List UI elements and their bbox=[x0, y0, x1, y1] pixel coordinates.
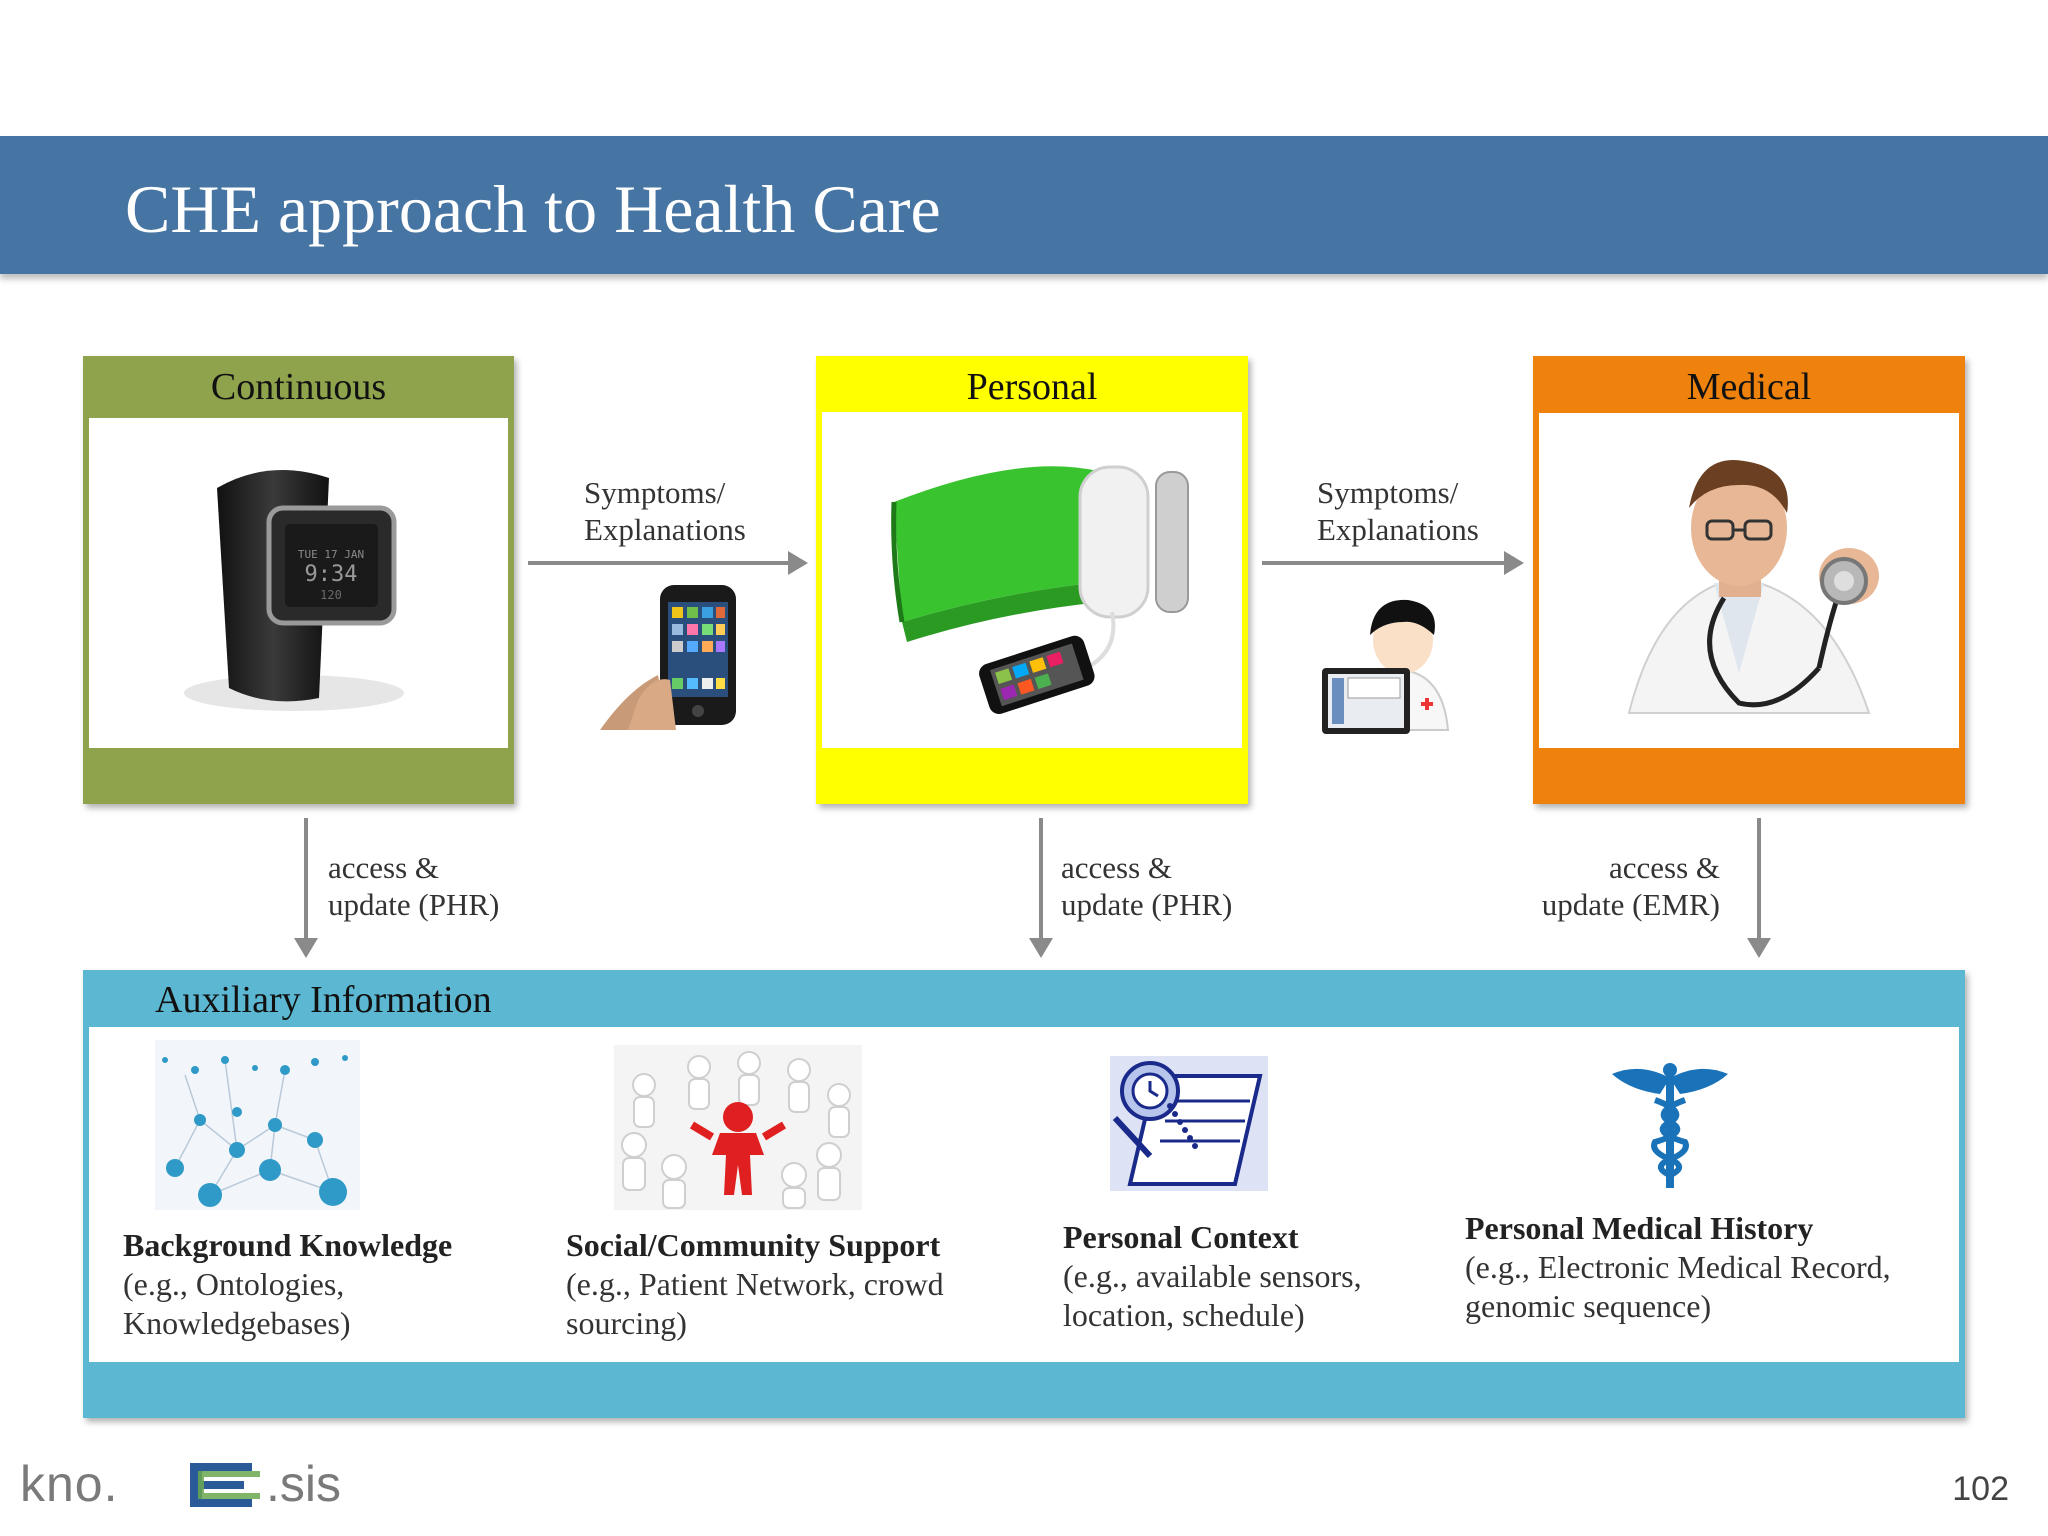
aux-item-personal-context: Personal Context (e.g., available sensor… bbox=[1063, 1218, 1362, 1335]
stage-medical-image bbox=[1539, 413, 1959, 748]
stage-medical: Medical bbox=[1533, 356, 1965, 804]
aux-item-background-knowledge: Background Knowledge (e.g., Ontologies, … bbox=[123, 1226, 452, 1343]
flow-label-line2: Explanations bbox=[584, 512, 746, 547]
network-graph-icon bbox=[155, 1040, 360, 1210]
access-label-line1: access & bbox=[1608, 850, 1720, 885]
access-label-line1: access & bbox=[328, 850, 440, 885]
access-label-line2: update (PHR) bbox=[1061, 887, 1233, 922]
arrow-continuous-to-personal bbox=[528, 551, 808, 575]
arrow-personal-to-medical bbox=[1262, 551, 1524, 575]
access-label-line2: update (EMR) bbox=[1541, 887, 1720, 922]
aux-item-line1: (e.g., Patient Network, crowd bbox=[566, 1266, 944, 1302]
aux-item-heading: Background Knowledge bbox=[123, 1227, 453, 1263]
title-band bbox=[0, 136, 2048, 274]
auxiliary-box bbox=[83, 970, 1965, 1418]
svg-text:.sis: .sis bbox=[266, 1456, 341, 1512]
knoesis-logo: kno. .sis bbox=[20, 1456, 341, 1512]
arrow-personal-to-aux bbox=[1029, 818, 1053, 958]
aux-item-line1: (e.g., available sensors, bbox=[1063, 1258, 1362, 1294]
blood-pressure-monitor-icon bbox=[891, 465, 1189, 714]
doctor-icon bbox=[1627, 459, 1879, 714]
stage-personal: Personal bbox=[816, 356, 1248, 804]
flow-label-continuous-to-personal: Symptoms/ Explanations bbox=[584, 474, 746, 548]
stage-continuous-image: TUE 17 JAN 9:34 120 bbox=[89, 418, 508, 748]
aux-item-personal-medical-history: Personal Medical History (e.g., Electron… bbox=[1465, 1209, 1891, 1326]
doctor-computer-icon bbox=[1322, 599, 1450, 734]
aux-item-heading: Personal Medical History bbox=[1465, 1210, 1814, 1246]
aux-item-line2: location, schedule) bbox=[1063, 1297, 1305, 1333]
access-label-continuous: access & update (PHR) bbox=[328, 849, 499, 923]
aux-item-heading: Social/Community Support bbox=[566, 1227, 941, 1263]
access-label-personal: access & update (PHR) bbox=[1061, 849, 1232, 923]
smartwatch-icon: TUE 17 JAN 9:34 120 bbox=[184, 470, 404, 711]
arrow-continuous-to-aux bbox=[294, 818, 318, 958]
access-label-line2: update (PHR) bbox=[328, 887, 500, 922]
page-number: 102 bbox=[1952, 1470, 2009, 1508]
access-label-medical: access & update (EMR) bbox=[1520, 849, 1720, 923]
aux-item-line2: Knowledgebases) bbox=[123, 1305, 351, 1341]
svg-text:9:34: 9:34 bbox=[305, 562, 358, 587]
svg-text:120: 120 bbox=[320, 588, 342, 602]
page-title: CHE approach to Health Care bbox=[125, 171, 941, 247]
stage-medical-label: Medical bbox=[1686, 366, 1812, 408]
aux-item-line2: sourcing) bbox=[566, 1305, 687, 1341]
arrow-medical-to-aux bbox=[1747, 818, 1771, 958]
aux-item-line2: genomic sequence) bbox=[1465, 1288, 1712, 1324]
flow-label-line1: Symptoms/ bbox=[1317, 475, 1459, 510]
svg-text:TUE 17 JAN: TUE 17 JAN bbox=[298, 548, 364, 561]
community-circle-icon bbox=[614, 1045, 862, 1210]
auxiliary-title: Auxiliary Information bbox=[155, 979, 492, 1021]
stage-continuous-label: Continuous bbox=[210, 366, 387, 408]
access-label-line1: access & bbox=[1061, 850, 1173, 885]
aux-item-line1: (e.g., Electronic Medical Record, bbox=[1465, 1249, 1891, 1285]
stage-personal-image bbox=[822, 412, 1242, 748]
aux-item-social-community-support: Social/Community Support (e.g., Patient … bbox=[566, 1226, 944, 1343]
flow-label-personal-to-medical: Symptoms/ Explanations bbox=[1317, 474, 1479, 548]
svg-text:kno.: kno. bbox=[20, 1456, 119, 1512]
aux-item-heading: Personal Context bbox=[1063, 1219, 1299, 1255]
caduceus-icon bbox=[1612, 1063, 1728, 1188]
schedule-notebook-icon bbox=[1110, 1056, 1268, 1191]
smartphone-icon bbox=[600, 585, 736, 730]
stage-continuous: Continuous TUE 17 JAN 9:34 120 bbox=[83, 356, 514, 804]
aux-item-line1: (e.g., Ontologies, bbox=[123, 1266, 345, 1302]
stage-personal-label: Personal bbox=[966, 366, 1098, 408]
flow-label-line1: Symptoms/ bbox=[584, 475, 726, 510]
flow-label-line2: Explanations bbox=[1317, 512, 1479, 547]
